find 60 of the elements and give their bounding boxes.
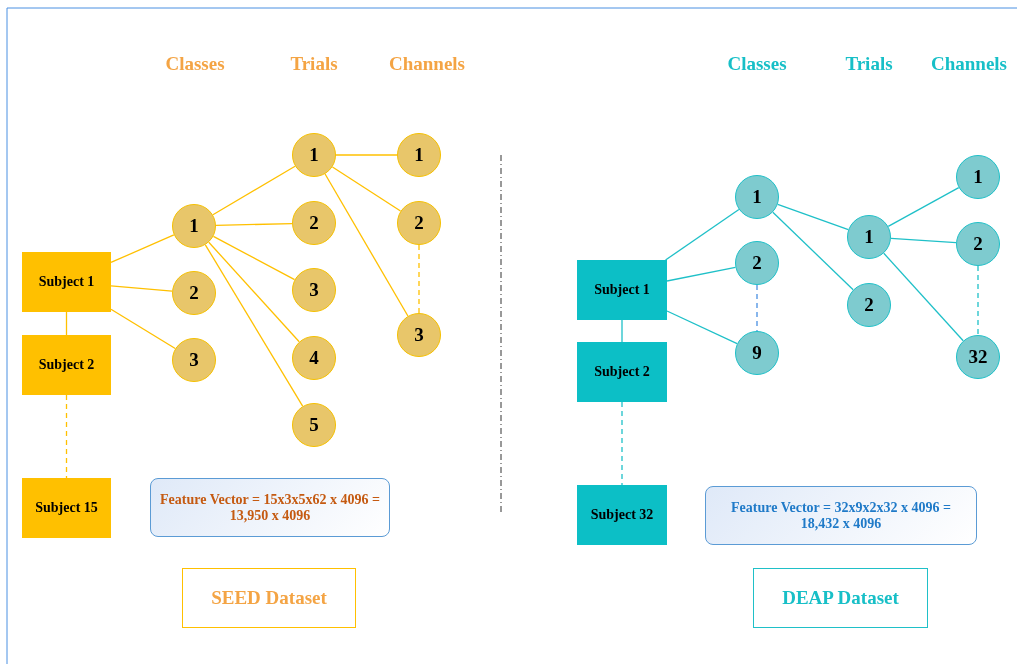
- circle-node: 3: [172, 338, 216, 382]
- subject-box: Subject 32: [577, 485, 667, 545]
- formula-box: Feature Vector = 15x3x5x62 x 4096 = 13,950 x 4096: [150, 478, 390, 537]
- column-heading: Classes: [727, 53, 787, 75]
- dashed-connector: [418, 244, 420, 314]
- column-heading: Trials: [845, 53, 893, 75]
- dataset-box: DEAP Dataset: [753, 568, 928, 628]
- circle-node: 4: [292, 336, 336, 380]
- connector-line: [621, 319, 623, 343]
- circle-node: 32: [956, 335, 1000, 379]
- subject-box: Subject 1: [22, 252, 111, 312]
- dashed-connector: [977, 265, 979, 336]
- circle-node: 2: [735, 241, 779, 285]
- connector-line: [324, 173, 409, 317]
- dataset-box: SEED Dataset: [182, 568, 356, 628]
- circle-node: 3: [397, 313, 441, 357]
- connector-line: [110, 234, 175, 264]
- connector-line: [772, 211, 854, 291]
- circle-node: 1: [956, 155, 1000, 199]
- column-heading: Classes: [165, 53, 225, 75]
- connector-line: [110, 285, 173, 292]
- connector-line: [331, 166, 402, 212]
- circle-node: 1: [735, 175, 779, 219]
- column-heading: Trials: [290, 53, 338, 75]
- circle-node: 2: [956, 222, 1000, 266]
- connector-line: [883, 252, 964, 342]
- column-heading: Channels: [931, 53, 1007, 75]
- subject-box: Subject 2: [577, 342, 667, 402]
- circle-node: 5: [292, 403, 336, 447]
- column-heading: Channels: [389, 53, 465, 75]
- circle-node: 3: [292, 268, 336, 312]
- circle-node: 1: [397, 133, 441, 177]
- subject-box: Subject 15: [22, 478, 111, 538]
- circle-node: 2: [172, 271, 216, 315]
- circle-node: 1: [292, 133, 336, 177]
- circle-node: 9: [735, 331, 779, 375]
- connector-line: [666, 310, 738, 345]
- connector-line: [887, 186, 960, 228]
- connector-line: [208, 241, 300, 343]
- connector-line: [890, 237, 957, 244]
- connector-line: [204, 244, 304, 407]
- connector-line: [664, 208, 740, 261]
- connector-line: [777, 203, 849, 231]
- subject-box: Subject 2: [22, 335, 111, 395]
- connector-line: [212, 165, 296, 216]
- circle-node: 1: [172, 204, 216, 248]
- circle-node: 2: [397, 201, 441, 245]
- dashed-connector: [65, 394, 68, 479]
- circle-node: 1: [847, 215, 891, 259]
- dashed-connector: [621, 401, 623, 486]
- circle-node: 2: [292, 201, 336, 245]
- connector-line: [335, 154, 398, 156]
- connector-line: [215, 222, 293, 227]
- connector-line: [212, 235, 296, 281]
- circle-node: 2: [847, 283, 891, 327]
- subject-box: Subject 1: [577, 260, 667, 320]
- connector-line: [110, 308, 176, 350]
- connector-line: [666, 266, 737, 282]
- formula-box: Feature Vector = 32x9x2x32 x 4096 = 18,432 x 4096: [705, 486, 977, 545]
- connector-line: [65, 311, 68, 336]
